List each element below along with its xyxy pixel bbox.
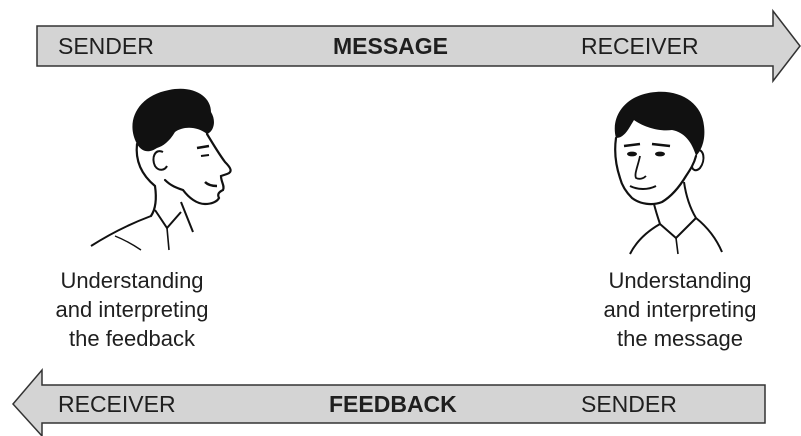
right-caption-line-1: Understanding: [570, 266, 790, 295]
right-caption-line-2: and interpreting: [570, 295, 790, 324]
message-title: MESSAGE: [333, 35, 448, 58]
feedback-title: FEEDBACK: [329, 393, 457, 416]
left-caption-line-3: the feedback: [22, 324, 242, 353]
right-caption-line-3: the message: [570, 324, 790, 353]
feedback-receiver-label: RECEIVER: [58, 393, 176, 416]
message-sender-label: SENDER: [58, 35, 154, 58]
right-caption: Understanding and interpreting the messa…: [570, 266, 790, 353]
feedback-sender-label: SENDER: [581, 393, 677, 416]
left-caption-line-1: Understanding: [22, 266, 242, 295]
message-receiver-label: RECEIVER: [581, 35, 699, 58]
left-caption-line-2: and interpreting: [22, 295, 242, 324]
left-caption: Understanding and interpreting the feedb…: [22, 266, 242, 353]
person-facing-left-icon: [600, 86, 730, 256]
person-profile-right-icon: [85, 82, 245, 252]
